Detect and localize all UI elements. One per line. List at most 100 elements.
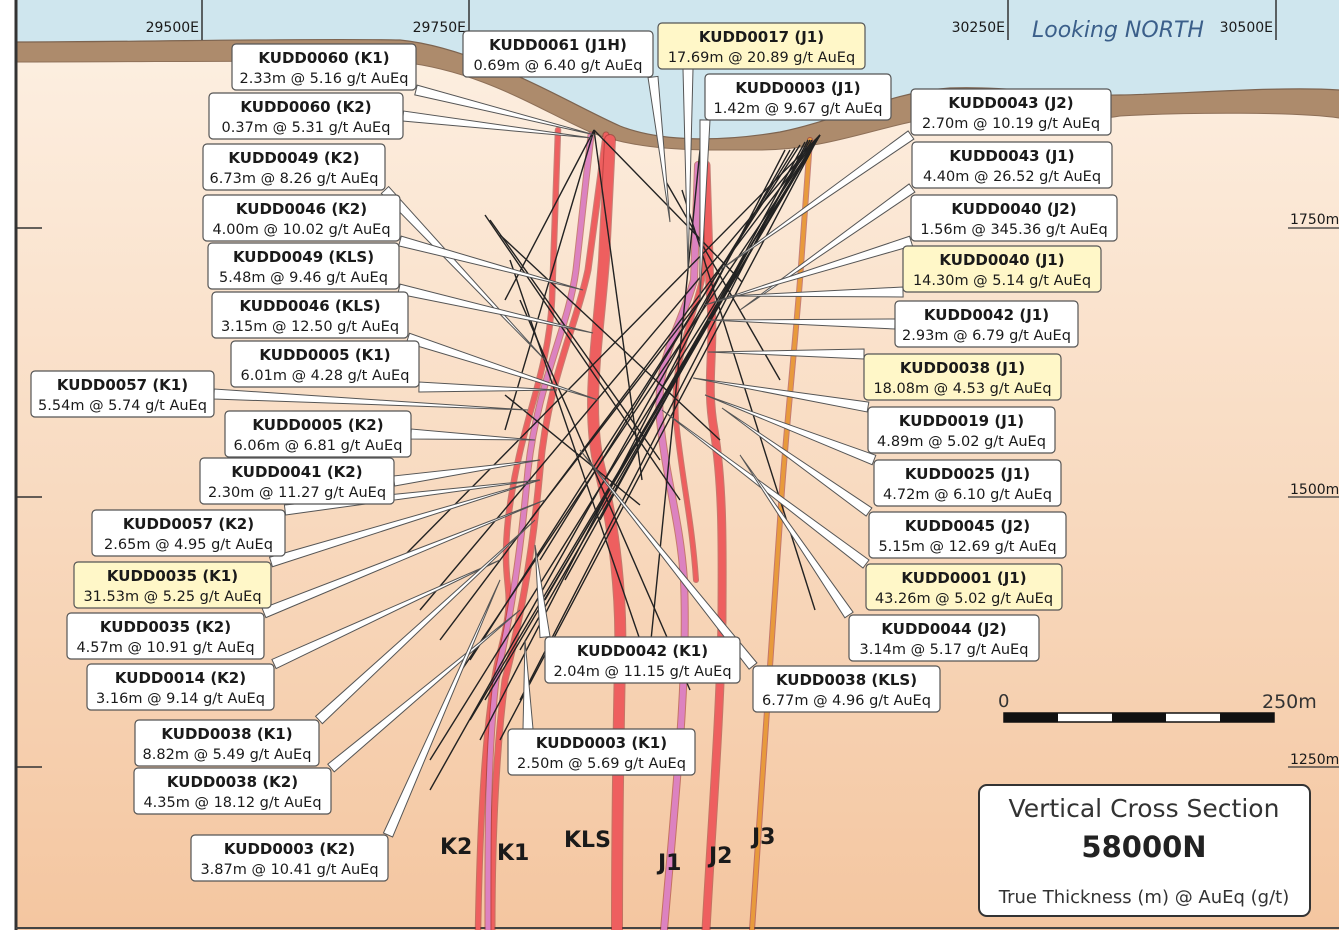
intercept-label-box [66,612,265,660]
intercept-hole-id: KUDD0060 (K2) [240,98,371,116]
intercept-label-box [199,457,395,505]
intercept-hole-id: KUDD0040 (J1) [939,251,1064,269]
intercept-label-box [202,143,386,191]
intercept-grade: 4.00m @ 10.02 g/t AuEq [212,222,390,238]
drillhole-trace [519,299,691,691]
intercept-grade: 2.50m @ 5.69 g/t AuEq [517,756,686,772]
elev-label-1750: 1750m [1290,212,1339,228]
intercept-grade: 3.15m @ 12.50 g/t AuEq [221,319,399,335]
leader-line [314,519,536,725]
intercept-label: KUDD0060 (K2)0.37m @ 5.31 g/t AuEq [208,92,404,140]
title-line3: True Thickness (m) @ AuEq (g/t) [998,887,1290,908]
drillhole-trace [499,234,721,441]
leader-line [271,559,501,670]
vein-k1-pink [485,132,594,933]
leader-line [707,348,865,360]
intercept-label-box [224,410,412,458]
vein-label-j3: J3 [750,825,776,850]
drillhole-trace [479,149,786,741]
intercept-label: KUDD0041 (K2) 2.30m @ 11.27 g/t AuEq [199,457,395,505]
easting-label-30250: 30250E [952,20,1005,36]
easting-label-29750: 29750E [413,20,466,36]
drillhole-trace [504,394,641,506]
title-box: Vertical Cross Section 58000N True Thick… [978,784,1311,917]
intercept-hole-id: KUDD0005 (K2) [252,416,383,434]
vein-j2-red [702,161,726,934]
intercept-grade: 31.53m @ 5.25 g/t AuEq [83,589,261,605]
intercept-grade: 17.69m @ 20.89 g/t AuEq [668,50,855,66]
intercept-grade: 2.30m @ 11.27 g/t AuEq [208,485,386,501]
intercept-hole-id: KUDD0038 (KLS) [776,671,917,689]
intercept-hole-id: KUDD0049 (KLS) [233,248,374,266]
intercept-grade: 6.73m @ 8.26 g/t AuEq [210,171,379,187]
intercept-label: KUDD0049 (KLS)5.48m @ 9.46 g/t AuEq [207,242,400,290]
leader-line [380,185,546,361]
intercept-label-box [231,43,417,91]
intercept-label: KUDD0003 (J1)1.42m @ 9.67 g/t AuEq [704,73,892,121]
intercept-hole-id: KUDD0057 (K2) [123,515,254,533]
intercept-label: KUDD0003 (K2)3.87m @ 10.41 g/t AuEq [190,834,389,882]
intercept-grade: 4.40m @ 26.52 g/t AuEq [923,169,1101,185]
intercept-label: KUDD0057 (K1)5.54m @ 5.74 g/t AuEq [30,370,215,418]
intercept-label: KUDD0038 (KLS) 6.77m @ 4.96 g/t AuEq [752,665,941,713]
intercept-label: KUDD0003 (K1)2.50m @ 5.69 g/t AuEq [507,728,696,776]
intercept-label-box [462,30,654,78]
leader-group [213,68,916,838]
intercept-label-box [704,73,892,121]
vein-label-j1: J1 [656,851,682,876]
intercept-hole-id: KUDD0035 (K1) [107,567,238,585]
intercept-hole-id: KUDD0043 (J2) [948,94,1073,112]
intercept-label: KUDD0045 (J2)5.15m @ 12.69 g/t AuEq [868,511,1067,559]
drillhole-trace [484,214,681,501]
drillhole-trace [489,219,661,461]
elev-label-1500: 1500m [1290,482,1339,498]
looking-north-label: Looking NORTH [1032,18,1204,43]
leader-line [405,332,599,401]
intercept-hole-id: KUDD0060 (K1) [258,49,389,67]
intercept-label: KUDD0017 (J1)17.69m @ 20.89 g/t AuEq [657,22,866,70]
intercept-hole-id: KUDD0057 (K1) [57,376,188,394]
intercept-grade: 3.16m @ 9.14 g/t AuEq [96,691,265,707]
intercept-label: KUDD0057 (K2)2.65m @ 4.95 g/t AuEq [91,509,286,557]
easting-label-30500: 30500E [1220,20,1273,36]
drillhole-trace [593,129,643,481]
intercept-grade: 6.77m @ 4.96 g/t AuEq [762,693,931,709]
scale-max-label: 250m [1262,691,1317,713]
drillhole-trace [519,139,809,701]
leader-line [704,394,877,466]
intercept-grade: 3.87m @ 10.41 g/t AuEq [200,862,378,878]
intercept-grade: 4.35m @ 18.12 g/t AuEq [143,795,321,811]
intercept-grade: 8.82m @ 5.49 g/t AuEq [143,747,312,763]
intercept-label-box [848,614,1040,662]
intercept-label-box [894,300,1079,348]
intercept-label-box [867,406,1056,454]
intercept-label-box [911,141,1113,189]
drillhole-trace [681,189,816,611]
intercept-label: KUDD0025 (J1) 4.72m @ 6.10 g/t AuEq [873,459,1062,507]
intercept-label-box [30,370,215,418]
leader-line [382,579,501,838]
drillhole-trace [509,259,641,641]
intercept-label: KUDD0061 (J1H)0.69m @ 6.40 g/t AuEq [462,30,654,78]
intercept-hole-id: KUDD0044 (J2) [881,620,1006,638]
intercept-label-box [211,291,409,339]
intercept-hole-id: KUDD0042 (K1) [577,642,708,660]
intercept-label: KUDD0049 (K2)6.73m @ 8.26 g/t AuEq [202,143,386,191]
intercept-label: KUDD0060 (K1)2.33m @ 5.16 g/t AuEq [231,43,417,91]
leader-line [739,454,854,619]
intercept-hole-id: KUDD0025 (J1) [905,465,1030,483]
intercept-grade: 18.08m @ 4.53 g/t AuEq [873,381,1051,397]
intercept-label-box [73,561,272,609]
leader-line [719,130,915,271]
intercept-hole-id: KUDD0019 (J1) [899,412,1024,430]
drillhole-trace [664,179,781,381]
intercept-grade: 4.89m @ 5.02 g/t AuEq [877,434,1046,450]
intercept-grade: 4.72m @ 6.10 g/t AuEq [883,487,1052,503]
intercept-label-box [208,92,404,140]
intercept-label: KUDD0042 (K1)2.04m @ 11.15 g/t AuEq [544,636,741,684]
intercept-label: KUDD0001 (J1)43.26m @ 5.02 g/t AuEq [865,563,1063,611]
vein-label-kls: KLS [564,828,611,853]
intercept-hole-id: KUDD0041 (K2) [231,463,362,481]
intercept-label: KUDD0046 (K2)4.00m @ 10.02 g/t AuEq [202,194,401,242]
